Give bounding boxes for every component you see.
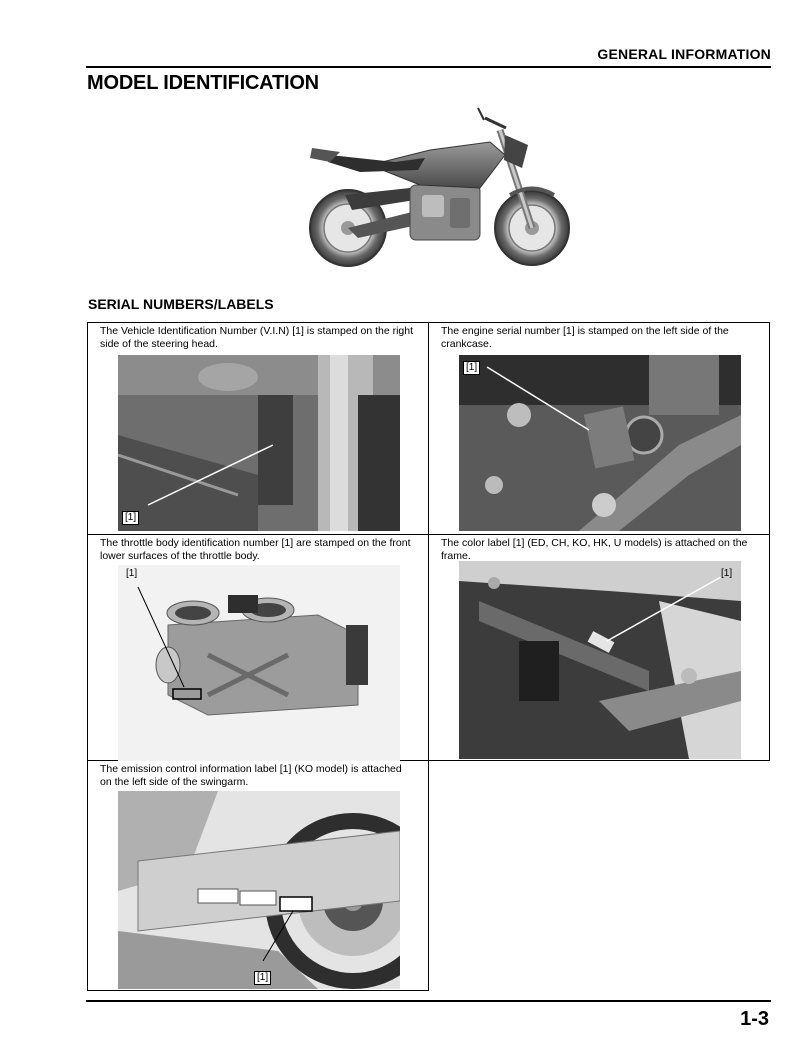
engine-serial-description: The engine serial number [1] is stamped …	[441, 325, 729, 350]
emission-label-cell: The emission control information label […	[87, 760, 429, 991]
throttle-body-cell: The throttle body identification number …	[87, 534, 429, 761]
serial-numbers-table: The Vehicle Identification Number (V.I.N…	[87, 322, 770, 991]
page-title: MODEL IDENTIFICATION	[87, 72, 319, 94]
section-header: GENERAL INFORMATION	[597, 46, 771, 62]
empty-cell	[428, 760, 770, 991]
engine-serial-photo	[459, 355, 741, 531]
throttle-body-callout: [1]	[126, 568, 138, 579]
color-label-cell: The color label [1] (ED, CH, KO, HK, U m…	[428, 534, 770, 761]
emission-label-description: The emission control information label […	[100, 763, 402, 788]
page-number: 1-3	[740, 1008, 769, 1030]
vin-cell: The Vehicle Identification Number (V.I.N…	[87, 322, 429, 535]
header-rule	[86, 66, 771, 68]
vin-photo	[118, 355, 400, 531]
motorcycle-illustration	[300, 100, 580, 275]
vin-description: The Vehicle Identification Number (V.I.N…	[100, 325, 414, 350]
color-label-photo	[459, 561, 741, 759]
engine-serial-cell: The engine serial number [1] is stamped …	[428, 322, 770, 535]
color-label-description: The color label [1] (ED, CH, KO, HK, U m…	[441, 537, 748, 562]
color-label-callout: [1]	[721, 568, 733, 579]
vin-callout: [1]	[122, 511, 140, 525]
throttle-body-description: The throttle body identification number …	[100, 537, 411, 562]
engine-serial-callout: [1]	[463, 361, 481, 375]
throttle-body-photo	[118, 565, 400, 761]
emission-label-callout: [1]	[254, 971, 272, 985]
footer-rule	[86, 1000, 771, 1002]
emission-label-photo	[118, 791, 400, 989]
section-subtitle: SERIAL NUMBERS/LABELS	[88, 296, 274, 312]
